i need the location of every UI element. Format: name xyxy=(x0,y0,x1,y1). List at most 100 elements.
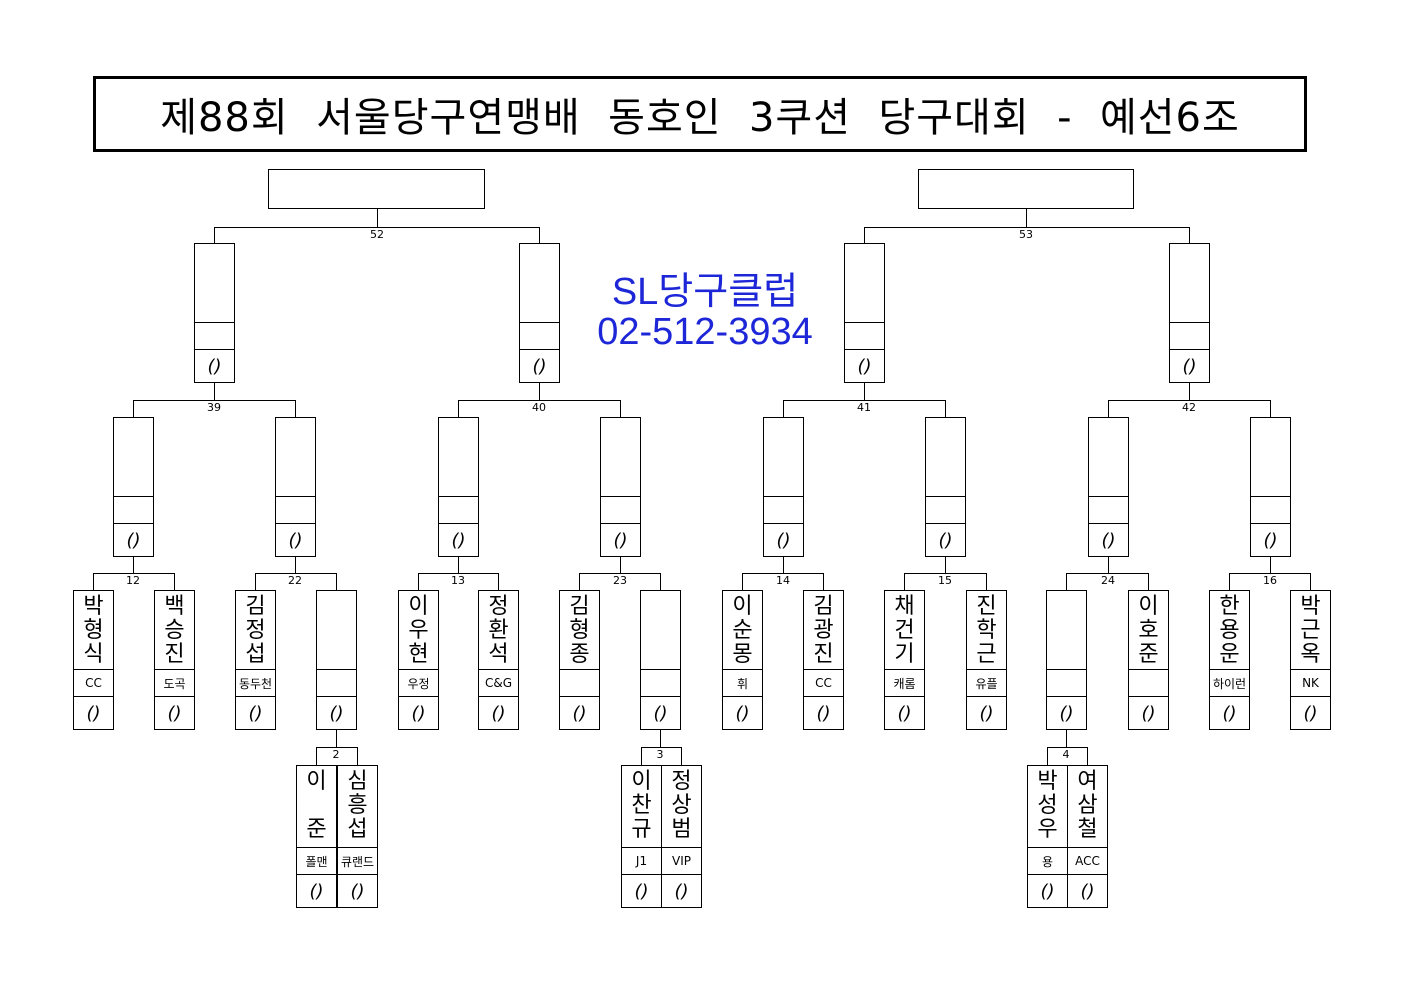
player-box: () xyxy=(275,417,316,557)
match-number: 2 xyxy=(331,748,341,761)
player-name-text: 채 건 기 xyxy=(894,594,915,667)
player-name: 이 호 준 xyxy=(1129,591,1168,669)
bracket-line xyxy=(214,382,215,401)
bracket-line xyxy=(1108,400,1109,418)
score-cell: () xyxy=(804,696,843,729)
score-cell: () xyxy=(601,523,640,556)
player-club xyxy=(641,669,680,696)
player-name: 이 준 xyxy=(297,766,336,847)
score-cell: () xyxy=(1291,696,1330,729)
player-club xyxy=(845,322,884,349)
bracket-line xyxy=(620,556,621,574)
player-club: 도곡 xyxy=(155,669,194,696)
bracket-line xyxy=(864,227,865,244)
player-name: 박 형 식 xyxy=(74,591,113,669)
player-box: () xyxy=(438,417,479,557)
bracket-line xyxy=(1066,573,1149,574)
bracket-line xyxy=(681,747,682,766)
player-name-text: 이 순 몽 xyxy=(732,594,753,667)
score-cell: () xyxy=(317,696,356,729)
score-cell: () xyxy=(114,523,153,556)
player-name: 박 성 우 xyxy=(1028,766,1067,847)
score-cell: () xyxy=(641,696,680,729)
bracket-line xyxy=(255,573,256,591)
player-box: () xyxy=(194,243,235,383)
player-club: 우정 xyxy=(399,669,438,696)
player-club: J1 xyxy=(622,847,661,874)
match-number: 14 xyxy=(775,574,791,587)
bracket-line xyxy=(458,556,459,574)
player-club: 하이런 xyxy=(1210,669,1249,696)
bracket-line xyxy=(255,573,337,574)
player-club: NK xyxy=(1291,669,1330,696)
player-club: ACC xyxy=(1068,847,1107,874)
score-cell: () xyxy=(1251,523,1290,556)
player-club xyxy=(1129,669,1168,696)
player-name: 김 정 섭 xyxy=(236,591,275,669)
score-cell: () xyxy=(560,696,599,729)
score-cell: () xyxy=(1210,696,1249,729)
player-name xyxy=(1170,244,1209,322)
player-name-text: 이 호 준 xyxy=(1138,594,1159,667)
match-number: 52 xyxy=(369,228,385,241)
player-name-text: 정 상 범 xyxy=(671,769,692,842)
bracket-line xyxy=(986,573,987,591)
player-box: () xyxy=(844,243,885,383)
player-name xyxy=(641,591,680,669)
score-cell: () xyxy=(338,874,377,907)
match-number: 4 xyxy=(1061,748,1071,761)
player-box: () xyxy=(519,243,560,383)
bracket-line xyxy=(823,573,824,591)
player-club xyxy=(114,496,153,523)
bracket-line xyxy=(1087,747,1088,766)
player-name: 심 흥 섭 xyxy=(338,766,377,847)
bracket-line xyxy=(295,400,296,418)
player-club: 휘 xyxy=(723,669,762,696)
player-name xyxy=(195,244,234,322)
player-name: 진 학 근 xyxy=(967,591,1006,669)
player-box: 이 호 준() xyxy=(1128,590,1169,730)
bracket-line xyxy=(336,730,337,748)
match-number: 39 xyxy=(206,401,222,414)
bracket-line xyxy=(742,573,743,591)
player-club xyxy=(439,496,478,523)
score-cell: () xyxy=(1089,523,1128,556)
bracket-line xyxy=(357,747,358,766)
club-info: SL당구클럽 02-512-3934 xyxy=(560,272,850,352)
player-box: () xyxy=(925,417,966,557)
player-name-text: 여 삼 철 xyxy=(1077,769,1098,842)
player-name-text: 김 광 진 xyxy=(813,594,834,667)
player-name: 한 용 운 xyxy=(1210,591,1249,669)
bracket-line xyxy=(93,573,94,591)
player-box: () xyxy=(1046,590,1087,730)
bracket-line xyxy=(1047,747,1048,766)
player-name-text: 김 정 섭 xyxy=(245,594,266,667)
player-club: 큐랜드 xyxy=(338,847,377,874)
player-name xyxy=(1089,418,1128,496)
bracket-line xyxy=(539,382,540,401)
match-number: 40 xyxy=(531,401,547,414)
player-name-text: 이 찬 규 xyxy=(631,769,652,842)
bracket-line xyxy=(660,730,661,748)
player-name: 백 승 진 xyxy=(155,591,194,669)
score-cell: () xyxy=(297,874,336,907)
score-cell: () xyxy=(1047,696,1086,729)
bracket-line xyxy=(1270,556,1271,574)
bracket-line xyxy=(133,556,134,574)
player-name-text: 백 승 진 xyxy=(164,594,185,667)
player-club: CC xyxy=(74,669,113,696)
player-name xyxy=(439,418,478,496)
player-club: 유플 xyxy=(967,669,1006,696)
bracket-line xyxy=(295,556,296,574)
bracket-line xyxy=(864,227,1190,228)
match-number: 13 xyxy=(450,574,466,587)
player-box: () xyxy=(1250,417,1291,557)
player-box: 김 형 종() xyxy=(559,590,600,730)
player-name xyxy=(764,418,803,496)
player-name: 정 상 범 xyxy=(662,766,701,847)
